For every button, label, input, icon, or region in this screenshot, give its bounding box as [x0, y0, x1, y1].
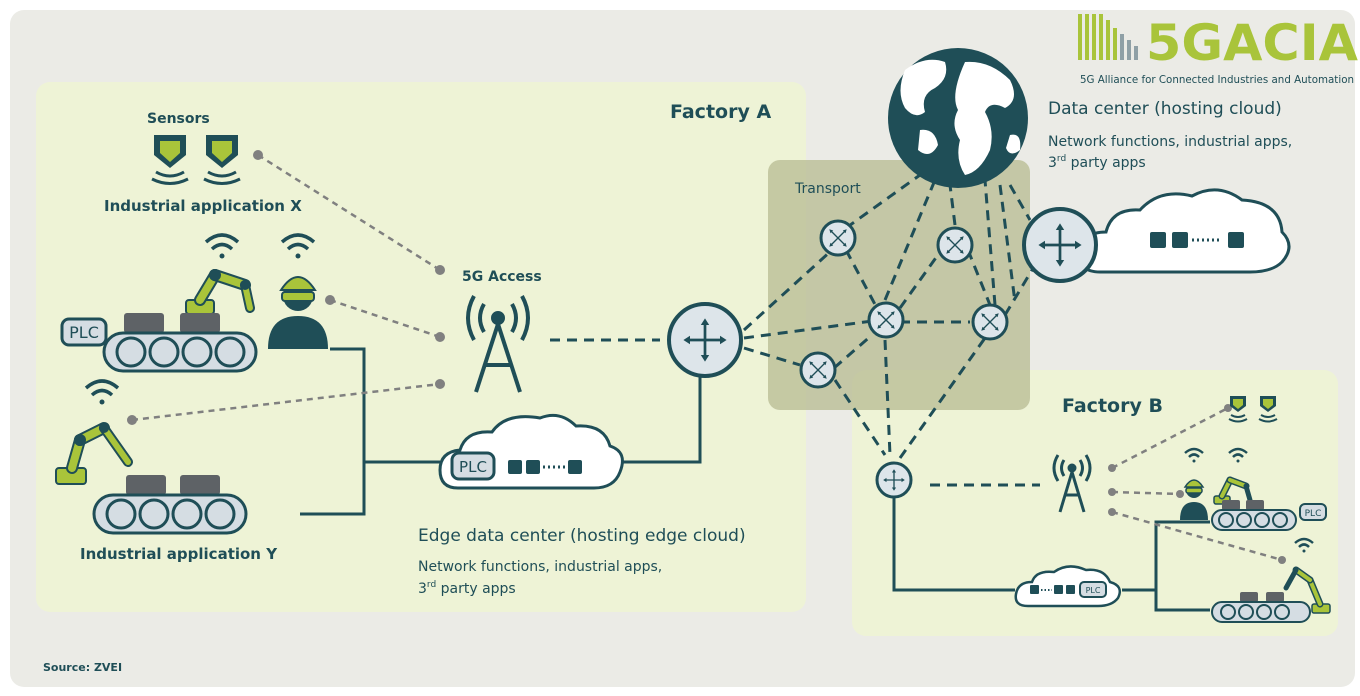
router-icon [799, 351, 837, 389]
plc-badge: PLC [60, 317, 108, 347]
wifi-icon [1228, 447, 1248, 463]
wireless-links [131, 153, 1283, 562]
edge-data-center-desc-line1: Network functions, industrial apps, [418, 559, 662, 575]
conveyor-icon [92, 475, 248, 535]
logo-brand: 5GACIA [1146, 14, 1358, 72]
industrial-application-y-label: Industrial application Y [80, 545, 278, 563]
logo-mark-icon [1078, 14, 1138, 60]
router-icon [867, 301, 905, 339]
conveyor-icon [102, 313, 258, 373]
5g-access-label: 5G Access [462, 269, 542, 285]
sensor-icon [1258, 396, 1278, 423]
edge-data-center-desc-line2: 3rd party apps [418, 580, 516, 597]
router-icon [971, 303, 1009, 341]
worker-icon [268, 276, 328, 349]
plc-label: PLC [459, 458, 487, 476]
wifi-icon [1184, 447, 1204, 463]
wifi-icon [84, 379, 120, 405]
logo-tagline: 5G Alliance for Connected Industries and… [1080, 74, 1354, 86]
edge-cloud-icon: PLC [438, 413, 624, 490]
data-center-title: Data center (hosting cloud) [1048, 99, 1282, 119]
router-icon [667, 302, 743, 378]
robot-arm-icon [55, 422, 133, 485]
plc-badge: PLC [1299, 503, 1327, 521]
logo: 5GACIA 5G Alliance for Connected Industr… [1078, 14, 1358, 86]
router-icon [1022, 207, 1098, 283]
data-center-desc-line1: Network functions, industrial apps, [1048, 134, 1292, 150]
router-icon [875, 461, 913, 499]
source-label: Source: ZVEI [43, 661, 122, 674]
solid-links [300, 347, 1210, 612]
router-icon [936, 226, 974, 264]
worker-icon [1180, 479, 1208, 520]
sensor-icon [203, 135, 241, 185]
antenna-icon [1052, 454, 1092, 513]
sensor-icon [151, 135, 189, 185]
edge-cloud-icon: PLC [1014, 565, 1121, 608]
conveyor-icon [1211, 500, 1297, 531]
globe-icon [888, 48, 1028, 188]
antenna-icon [466, 295, 530, 393]
sensor-icon [1228, 396, 1248, 423]
factory-a-title: Factory A [670, 101, 771, 123]
wireless-endpoints [127, 150, 1286, 564]
robot-arm-icon [1283, 566, 1331, 614]
cloud-icon [1078, 188, 1291, 274]
conveyor-icon [1211, 592, 1311, 623]
data-center-desc-line2: 3rd party apps [1048, 154, 1146, 171]
industrial-application-x-label: Industrial application X [104, 197, 302, 215]
wifi-icon [204, 233, 240, 259]
factory-b-title: Factory B [1062, 395, 1163, 417]
plc-label: PLC [69, 323, 99, 342]
robot-arm-icon [185, 269, 255, 315]
plc-label: PLC [1086, 586, 1101, 595]
router-icon [819, 219, 857, 257]
edge-data-center-title: Edge data center (hosting edge cloud) [418, 526, 746, 546]
sensors-label: Sensors [147, 111, 210, 127]
factory-b-area [852, 370, 1338, 636]
wifi-icon [280, 233, 316, 259]
wifi-icon [1294, 537, 1314, 553]
transport-label: Transport [794, 181, 861, 197]
plc-label: PLC [1305, 509, 1322, 519]
